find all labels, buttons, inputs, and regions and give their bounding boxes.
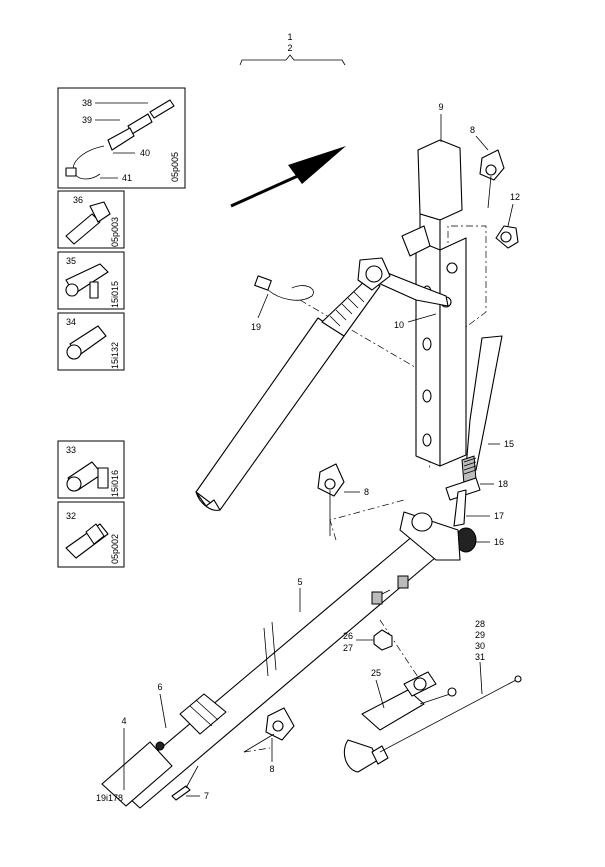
link-part-17 bbox=[453, 489, 467, 527]
label-5: 5 bbox=[297, 577, 302, 587]
centerline-3 bbox=[329, 499, 405, 541]
label-33: 33 bbox=[66, 445, 76, 455]
label-34: 34 bbox=[66, 317, 76, 327]
inset-box-5 bbox=[57, 440, 125, 499]
centerline-5 bbox=[379, 619, 421, 681]
cylinder-part-5 bbox=[115, 511, 461, 809]
label-9: 9 bbox=[438, 102, 443, 112]
elbow-stem-33 bbox=[97, 467, 109, 489]
label-28: 28 bbox=[475, 619, 485, 629]
label-8-middle: 8 bbox=[364, 487, 369, 497]
label-39: 39 bbox=[82, 115, 92, 125]
label-27: 27 bbox=[343, 643, 353, 653]
nipple-hex-32 bbox=[85, 523, 105, 545]
inset-code-5: 15i016 bbox=[110, 470, 120, 497]
label-26: 26 bbox=[343, 631, 353, 641]
inset-code-3: 15i015 bbox=[110, 281, 120, 308]
inset-code-4: 15i132 bbox=[110, 342, 120, 369]
label-38: 38 bbox=[82, 98, 92, 108]
label-30: 30 bbox=[475, 641, 485, 651]
figure-code: 19i178 bbox=[96, 793, 123, 803]
label-18: 18 bbox=[498, 479, 508, 489]
tee-stem-35 bbox=[89, 281, 99, 299]
lock-pin-part-8-bottom bbox=[243, 707, 295, 753]
label-40: 40 bbox=[140, 148, 150, 158]
inset-box-4 bbox=[57, 312, 125, 371]
nipple-part-40 bbox=[107, 127, 135, 151]
label-8-top: 8 bbox=[470, 125, 475, 135]
top-link-part-19 bbox=[195, 257, 391, 511]
assembly-number-1: 1 bbox=[287, 32, 292, 42]
inset-box-1 bbox=[57, 87, 186, 189]
bolt-head-36 bbox=[89, 201, 111, 223]
label-41: 41 bbox=[122, 173, 132, 183]
lock-pin-part-8-middle bbox=[317, 463, 345, 536]
lever-part-15 bbox=[461, 335, 503, 485]
direction-arrow bbox=[230, 146, 346, 208]
valve-part-25 bbox=[343, 671, 457, 773]
centerline-2 bbox=[447, 225, 487, 331]
inset-box-2 bbox=[57, 190, 125, 249]
label-4: 4 bbox=[121, 716, 126, 726]
cap-part-41 bbox=[65, 167, 77, 177]
label-19: 19 bbox=[251, 322, 261, 332]
inset-code-2: 05p003 bbox=[110, 217, 120, 247]
elbow-nut-33 bbox=[66, 476, 82, 492]
inset-box-3 bbox=[57, 251, 125, 310]
assembly-number-2: 2 bbox=[287, 43, 292, 53]
tee-nut-35 bbox=[65, 283, 79, 297]
label-31: 31 bbox=[475, 652, 485, 662]
label-25: 25 bbox=[371, 668, 381, 678]
label-29: 29 bbox=[475, 630, 485, 640]
label-32: 32 bbox=[66, 511, 76, 521]
assembly-bracket bbox=[239, 54, 346, 66]
label-6: 6 bbox=[157, 682, 162, 692]
label-12: 12 bbox=[510, 192, 520, 202]
inset-box-6 bbox=[57, 501, 125, 568]
clip-part-18 bbox=[445, 477, 481, 501]
label-15: 15 bbox=[504, 439, 514, 449]
label-35: 35 bbox=[66, 256, 76, 266]
label-10: 10 bbox=[394, 320, 404, 330]
tube-part-4 bbox=[101, 741, 173, 807]
label-16: 16 bbox=[494, 537, 504, 547]
collar-part-6 bbox=[179, 693, 227, 735]
nut-part-12 bbox=[495, 225, 519, 249]
centerline-4 bbox=[243, 747, 271, 753]
pin-part-7 bbox=[171, 765, 199, 801]
inset-code-1: 05p005 bbox=[170, 152, 180, 182]
label-36: 36 bbox=[73, 195, 83, 205]
inset-code-6: 05p002 bbox=[110, 534, 120, 564]
hose-end-part-38 bbox=[149, 99, 175, 119]
label-8-bottom: 8 bbox=[269, 764, 274, 774]
control-rod-part-28-31 bbox=[379, 675, 522, 753]
label-7: 7 bbox=[204, 791, 209, 801]
union-nut-34 bbox=[66, 344, 82, 360]
bolt-part-36 bbox=[65, 213, 101, 245]
lock-pin-part-8-top bbox=[479, 149, 505, 209]
nut-part-26-27 bbox=[373, 629, 393, 651]
label-17: 17 bbox=[494, 511, 504, 521]
